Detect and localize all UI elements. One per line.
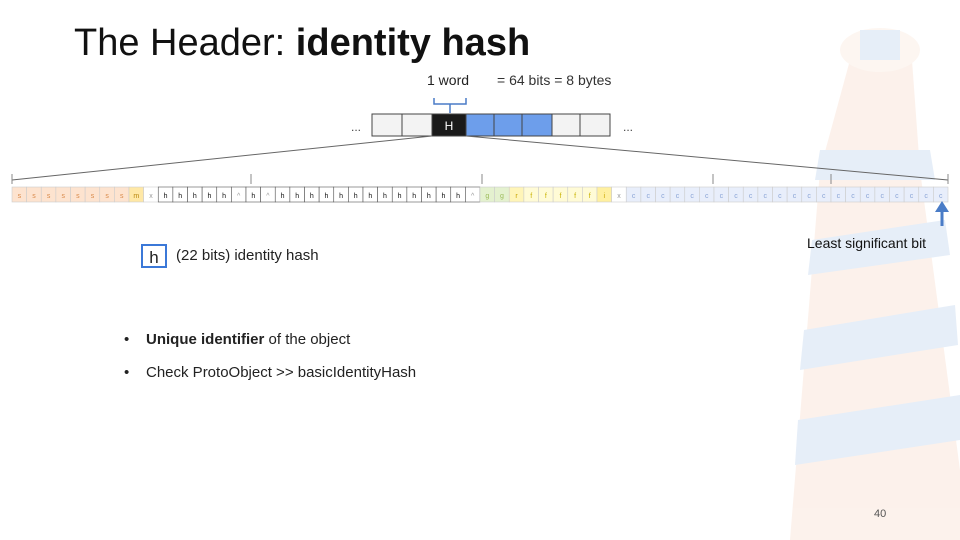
bit-cell [933,186,949,203]
expand-line-left [11,135,433,181]
bit-label: s [91,193,95,200]
bit-label: h [178,193,182,200]
bit-label: c [895,193,899,200]
bit-label: m [133,193,139,200]
bit-label: f [545,193,547,200]
bit-label: f [574,193,576,200]
byte-ticks [11,174,949,184]
page-title: The Header: identity hash [74,22,531,64]
bit-label: c [646,193,650,200]
bit-label: c [720,193,724,200]
bit-label: h [339,193,343,200]
bit-label: c [661,193,665,200]
word-size-label: = 64 bits = 8 bytes [497,72,612,88]
bit-label: h [368,193,372,200]
lighthouse-watermark [790,28,960,540]
bit-row: s s s s s s s s m x h h h h h ^ h ^ h h h h h h h h h h h h h ^ g g r f f f f f… [11,186,949,203]
bit-label: c [910,193,914,200]
bit-label: h [164,193,168,200]
bit-label: c [632,193,636,200]
ellipsis-right: ... [623,120,633,134]
bit-label: i [604,193,606,200]
legend-h-box: h [141,244,167,268]
bit-label: c [705,193,709,200]
lsb-arrow-icon [935,201,949,226]
page-number: 40 [874,508,887,520]
ellipsis-left: ... [351,120,361,134]
bit-label: r [515,193,518,200]
bit-label: g [500,193,504,200]
bit-label: c [734,193,738,200]
bit-label: h [324,193,328,200]
bit-label: f [530,193,532,200]
bit-label: c [837,193,841,200]
bit-label: h [251,193,255,200]
word-row: H ... ... [351,113,633,137]
bit-label: s [120,193,124,200]
legend-text: (22 bits) identity hash [176,247,319,264]
bit-label: h [295,193,299,200]
bit-label: c [807,193,811,200]
bit-label: h [398,193,402,200]
bit-label: ^ [471,193,475,200]
bit-label: x [617,193,621,200]
bit-label: h [207,193,211,200]
bit-label: h [441,193,445,200]
bit-label: h [310,193,314,200]
bit-label: f [559,193,561,200]
bit-label: ^ [237,193,241,200]
bit-label: ^ [266,193,270,200]
bit-label: h [222,193,226,200]
bit-label: c [880,193,884,200]
bit-label: s [76,193,80,200]
bit-label: h [456,193,460,200]
bit-label: s [47,193,51,200]
bit-label: c [676,193,680,200]
bit-label: c [749,193,753,200]
bit-label: c [866,193,870,200]
bit-label: c [793,193,797,200]
bullet-item: •Check ProtoObject >> basicIdentityHash [124,364,417,381]
bit-label: c [690,193,694,200]
word-label: 1 word [427,72,470,88]
bit-label: h [193,193,197,200]
bit-label: f [589,193,591,200]
word-bracket [433,98,467,105]
bit-label: c [763,193,767,200]
bit-label: h [281,193,285,200]
bit-label: x [149,193,153,200]
expand-line-right [465,135,949,181]
bit-label: c [822,193,826,200]
bullet-item: •Unique identifier of the object [124,331,351,348]
bit-label: s [18,193,22,200]
bit-label: s [32,193,36,200]
bit-label: c [939,193,943,200]
bit-label: h [412,193,416,200]
bit-label: c [851,193,855,200]
word-highlight-label: H [445,119,454,133]
bit-label: h [383,193,387,200]
bit-label: h [427,193,431,200]
bit-label: s [61,193,65,200]
bit-label: c [924,193,928,200]
bit-label: h [354,193,358,200]
bit-label: s [105,193,109,200]
least-significant-bit-label: Least significant bit [807,235,927,251]
bit-label: c [778,193,782,200]
bit-label: g [485,193,489,200]
